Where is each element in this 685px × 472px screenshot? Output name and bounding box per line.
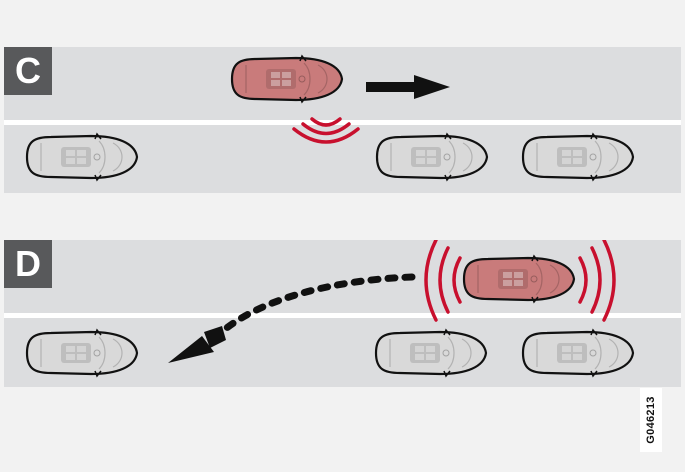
sensor-waves-icon: [292, 117, 360, 144]
scenario-d-panel: D: [4, 240, 681, 387]
scenario-d-scene: [25, 240, 635, 378]
lane-divider-line: [4, 120, 681, 125]
sensor-waves-left-icon: [424, 240, 462, 322]
ego-car-red-icon: [230, 54, 344, 104]
figure-id-label: G046213: [640, 388, 662, 452]
parked-car-icon: [25, 328, 139, 378]
parked-car-icon: [25, 132, 139, 182]
parked-car-icon: [375, 132, 489, 182]
parked-car-icon: [374, 328, 488, 378]
parked-car-icon: [521, 132, 635, 182]
parked-car-icon: [521, 328, 635, 378]
motion-arrow-right-icon: [366, 75, 450, 99]
lane-divider-line: [4, 313, 681, 318]
scenario-c-panel: C: [4, 47, 681, 193]
ego-car-red-icon: [462, 254, 576, 304]
scenario-label-c: C: [4, 47, 52, 95]
sensor-waves-right-icon: [578, 240, 616, 322]
scenario-c-scene: [25, 54, 635, 182]
scenario-label-d: D: [4, 240, 52, 288]
figure-id-text: G046213: [645, 396, 657, 444]
dotted-path-arrow-icon: [168, 273, 416, 363]
